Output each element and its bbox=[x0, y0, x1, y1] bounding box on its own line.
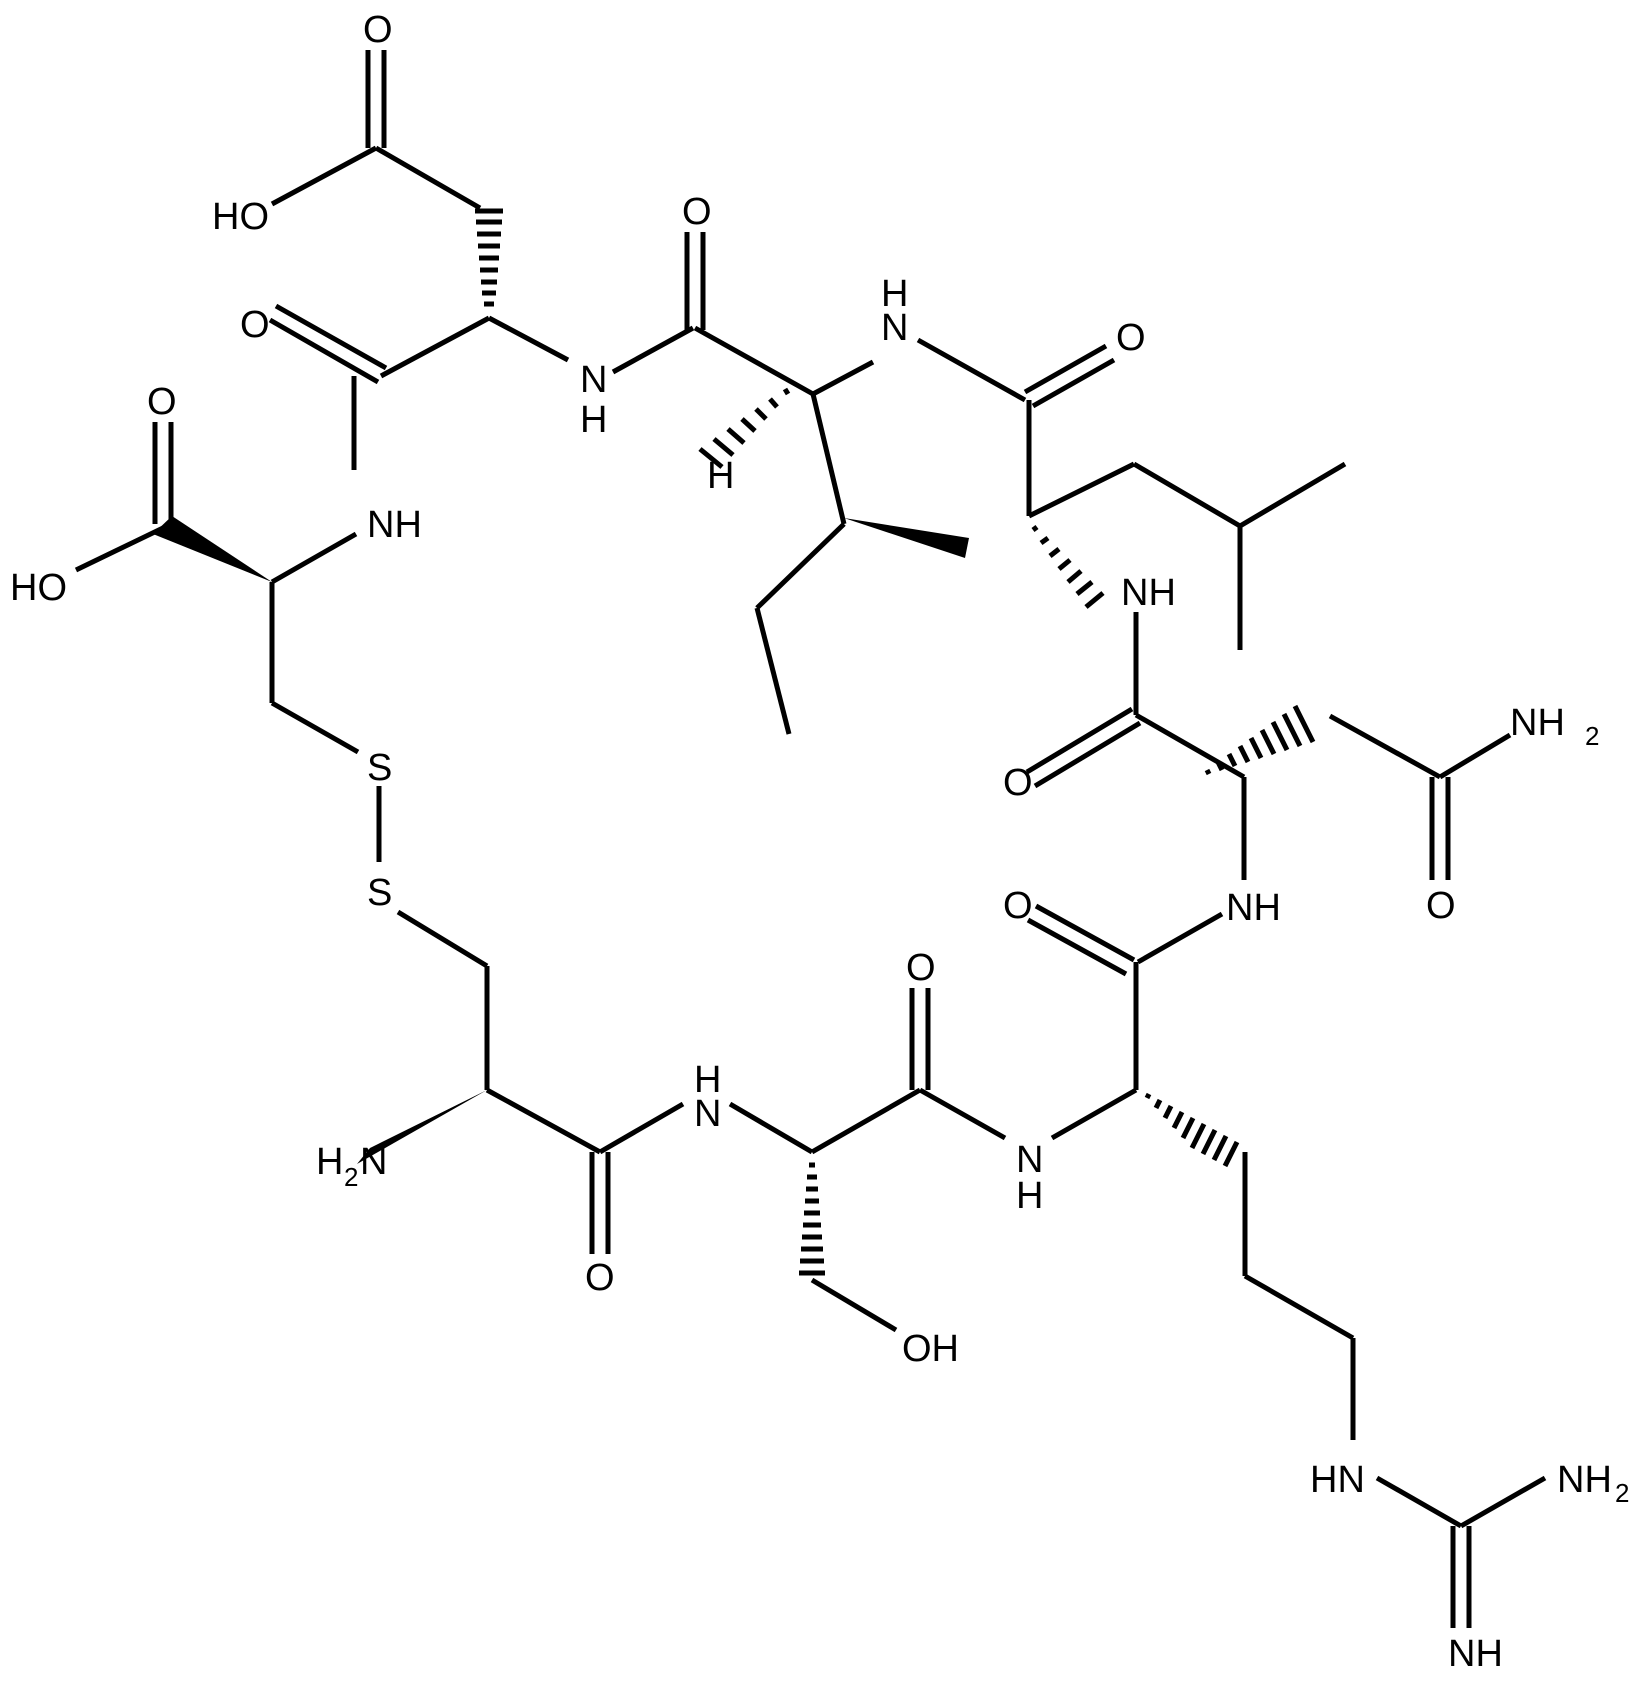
atom-label: N bbox=[881, 307, 908, 349]
atom-label: N bbox=[360, 1141, 387, 1183]
atom-label: O bbox=[585, 1257, 615, 1299]
atom-label: O bbox=[363, 9, 393, 51]
atom-label: OH bbox=[902, 1328, 959, 1370]
atom-label: O bbox=[147, 381, 177, 423]
wedge-bonds bbox=[153, 516, 969, 1164]
atom-label: HO bbox=[212, 196, 269, 238]
hashed-bonds bbox=[475, 208, 1316, 1276]
atom-label: H bbox=[316, 1141, 343, 1183]
atom-label: N bbox=[1016, 1139, 1043, 1181]
bonds bbox=[74, 50, 1547, 1628]
atom-label: O bbox=[1003, 762, 1033, 804]
atom-label: H bbox=[1016, 1175, 1043, 1217]
atom-label: O bbox=[682, 191, 712, 233]
atom-label: S bbox=[367, 747, 392, 789]
atom-label: NH bbox=[1557, 1459, 1612, 1501]
atom-label: N bbox=[580, 359, 607, 401]
atom-label-subscript: 2 bbox=[1585, 721, 1599, 751]
atom-label-subscript: 2 bbox=[1615, 1478, 1629, 1508]
atom-label: NH bbox=[367, 504, 422, 546]
atom-label-subscript: 2 bbox=[344, 1162, 358, 1192]
atom-label: HO bbox=[10, 567, 67, 609]
atom-label: NH bbox=[1510, 702, 1565, 744]
atom-label: O bbox=[906, 947, 936, 989]
atom-label: NH bbox=[1448, 1633, 1503, 1675]
atom-labels: O HO O N H O H N H O NH O HO NH S S O NH… bbox=[10, 9, 1629, 1675]
atom-label: O bbox=[1003, 885, 1033, 927]
atom-label: H bbox=[707, 455, 734, 497]
atom-label: HN bbox=[1310, 1459, 1365, 1501]
atom-label: O bbox=[1426, 885, 1456, 927]
atom-label: NH bbox=[1121, 572, 1176, 614]
atom-label: NH bbox=[1226, 887, 1281, 929]
atom-label: H bbox=[580, 399, 607, 441]
atom-label: H bbox=[881, 273, 908, 315]
atom-label: O bbox=[1116, 317, 1146, 359]
atom-label: H bbox=[694, 1059, 721, 1101]
atom-label: O bbox=[240, 304, 270, 346]
atom-label: S bbox=[367, 872, 392, 914]
atom-label: N bbox=[694, 1093, 721, 1135]
